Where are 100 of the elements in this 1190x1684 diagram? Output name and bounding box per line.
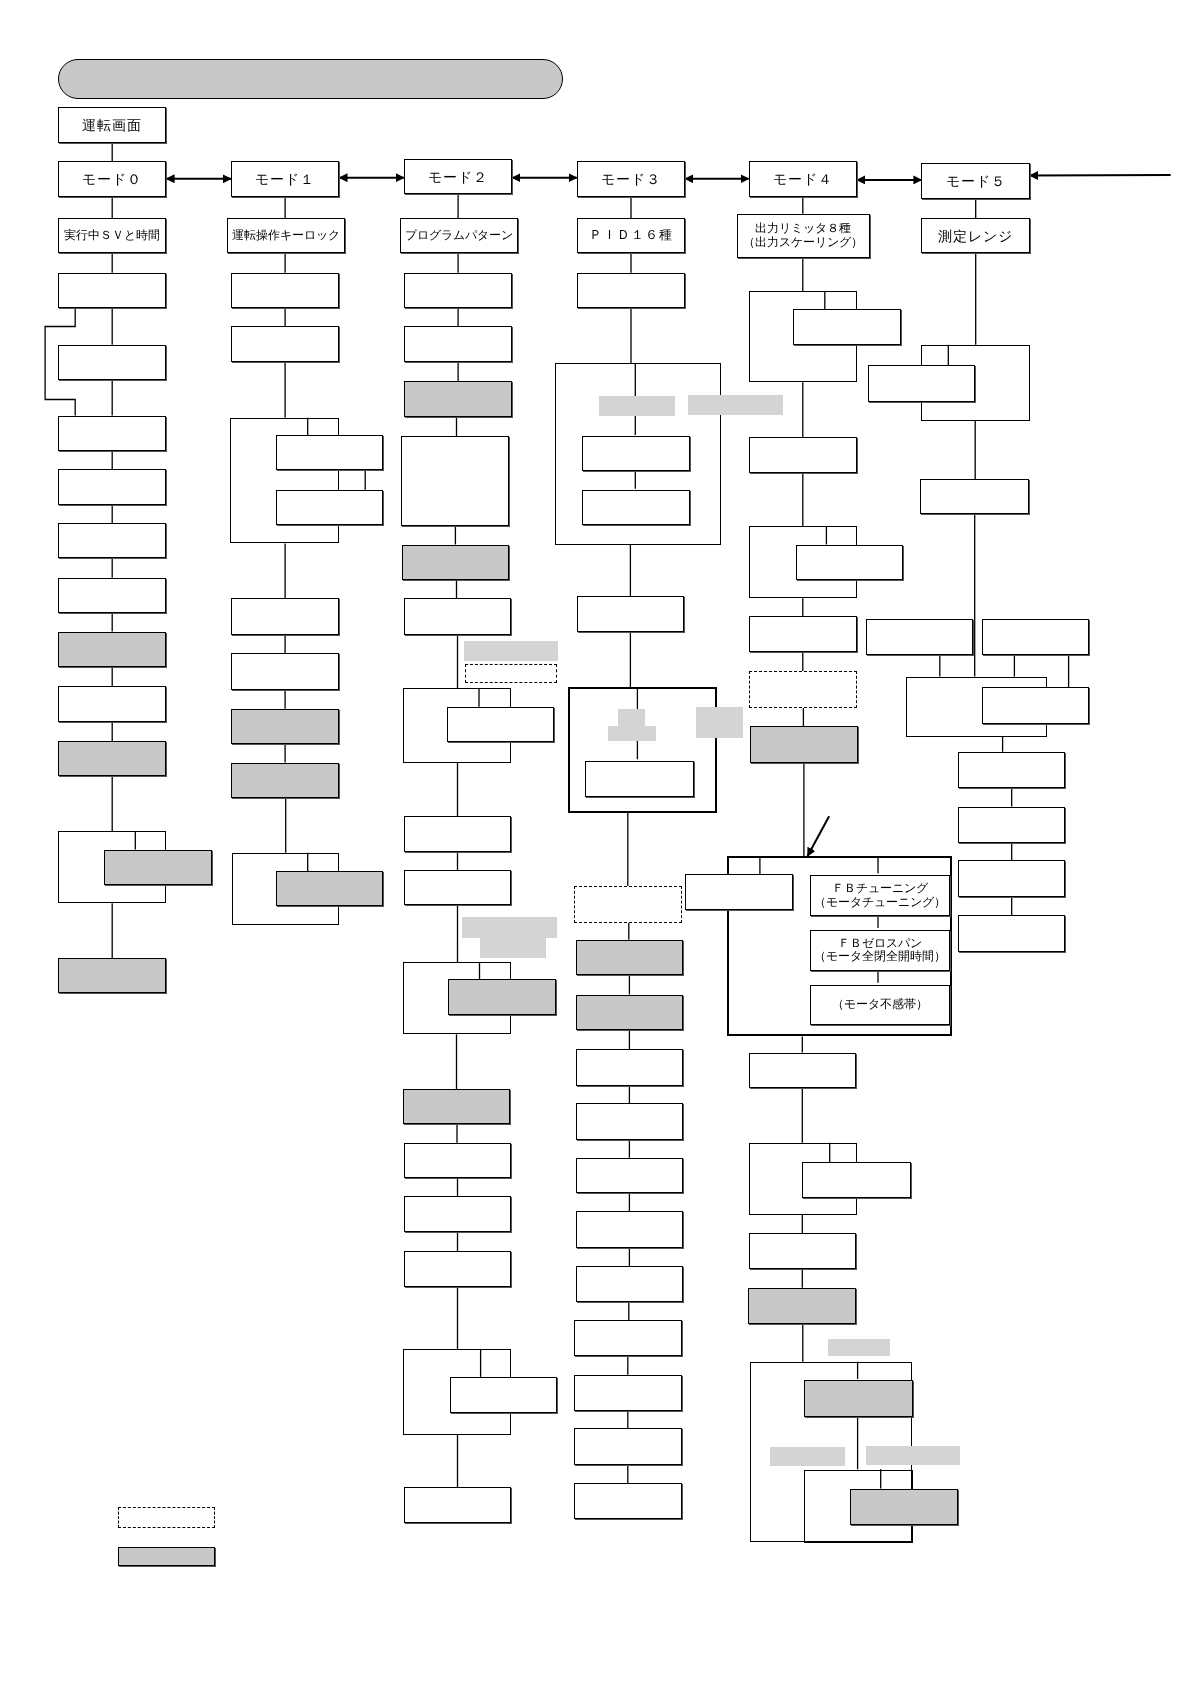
connector-line: [479, 1348, 482, 1378]
arrow: [856, 175, 923, 185]
dashed-box: [465, 663, 558, 684]
arrow: [165, 174, 232, 184]
connector-line: [1067, 654, 1070, 689]
box-label: モード０: [82, 170, 143, 187]
empty-box: [450, 1376, 558, 1414]
connector-line: [802, 1323, 804, 1363]
connector-line: [628, 1029, 631, 1050]
empty-box: [230, 272, 340, 309]
empty-box: [795, 544, 904, 580]
empty-box: [573, 1374, 682, 1412]
shaded-box: [402, 1089, 511, 1125]
process-box: [809, 929, 951, 971]
connector-line: [111, 504, 113, 524]
connector-line: [877, 855, 879, 874]
connector-line: [628, 974, 631, 996]
empty-box: [748, 1232, 856, 1270]
empty-box: [446, 706, 555, 743]
connector-line: [456, 1231, 459, 1252]
title-bar: [58, 59, 563, 99]
connector-line: [824, 290, 826, 310]
connector-line: [975, 252, 977, 346]
empty-box: [58, 415, 167, 452]
shaded-box: [230, 762, 340, 798]
connector-line: [454, 525, 457, 546]
empty-box: [58, 523, 167, 559]
connector-line: [364, 469, 366, 491]
shaded-block: [769, 1446, 846, 1466]
connector-line: [134, 830, 136, 851]
process-box: [58, 161, 167, 197]
process-box: [58, 107, 167, 143]
empty-box: [230, 598, 340, 635]
box-label: モード２: [428, 168, 489, 185]
arrow: [338, 173, 405, 183]
group-frame: [749, 1361, 912, 1543]
connector-line: [111, 612, 113, 633]
shaded-box: [276, 871, 384, 907]
shaded-box: [575, 994, 684, 1030]
connector-line: [802, 707, 805, 727]
empty-box: [58, 344, 167, 381]
empty-box: [403, 272, 513, 309]
connector-line: [284, 542, 286, 599]
connector-line: [284, 195, 286, 219]
connector-line: [630, 307, 632, 364]
shaded-box: [230, 708, 340, 745]
group-frame: [906, 676, 1048, 737]
shaded-block: [480, 937, 546, 958]
shaded-box: [118, 1546, 215, 1566]
connector-line: [285, 797, 287, 854]
shaded-box: [749, 726, 859, 763]
arrow: [806, 815, 831, 857]
empty-box: [792, 309, 902, 345]
process-box: [809, 875, 951, 916]
connector-line: [627, 1464, 629, 1484]
connector-line: [456, 851, 459, 871]
process-box: [576, 161, 686, 197]
connector-line: [629, 630, 632, 689]
empty-box: [576, 272, 686, 309]
connector-line: [111, 902, 113, 959]
connector-line: [455, 579, 458, 599]
connector-line: [111, 666, 113, 687]
connector-line: [457, 361, 459, 382]
empty-box: [573, 1483, 682, 1519]
shaded-box: [58, 631, 167, 667]
connector-line: [880, 1468, 882, 1490]
connector-line: [111, 307, 113, 346]
box-label: 運転操作キーロック: [231, 228, 340, 243]
box-label: （モータ全閉全開時間）: [814, 950, 946, 965]
empty-box: [575, 1211, 684, 1248]
empty-box: [573, 1319, 682, 1357]
dashed-box: [573, 886, 682, 923]
connector-line: [284, 252, 286, 274]
connector-line: [802, 597, 804, 618]
connector-line: [456, 904, 459, 963]
empty-box: [958, 806, 1066, 844]
connector-line: [947, 344, 949, 366]
connector-line: [627, 1355, 629, 1376]
connector-line: [1011, 787, 1013, 808]
empty-box: [748, 1052, 856, 1088]
connector-line: [801, 1035, 803, 1054]
connector-line: [856, 1361, 859, 1380]
box-label: モード１: [255, 170, 316, 187]
arrow: [684, 174, 750, 184]
empty-box: [230, 653, 340, 690]
empty-box: [867, 365, 976, 402]
box-label: ＰＩＤ１６種: [588, 228, 673, 244]
connector-line: [634, 469, 636, 490]
empty-box: [58, 469, 167, 505]
connector-line: [457, 193, 459, 219]
connector-line: [801, 1268, 803, 1289]
connector-line: [974, 420, 976, 480]
shaded-block: [688, 395, 783, 415]
empty-box: [403, 598, 512, 635]
empty-box: [575, 1103, 684, 1140]
connector-line: [457, 307, 459, 328]
shaded-block: [828, 1339, 891, 1357]
box-label: 実行中ＳＶと時間: [64, 228, 161, 243]
empty-box: [981, 687, 1089, 724]
empty-box: [585, 761, 694, 797]
